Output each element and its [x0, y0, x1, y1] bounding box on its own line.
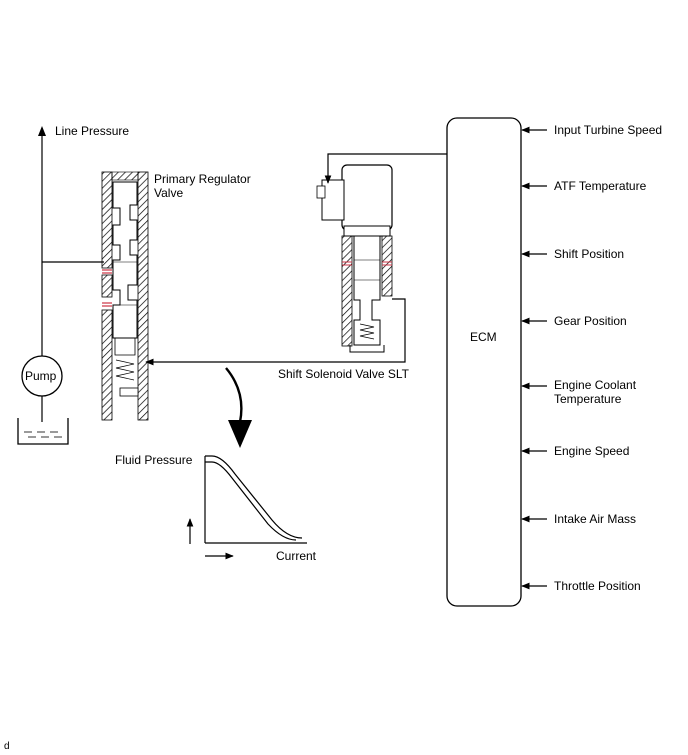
pump-symbol	[21, 355, 63, 397]
ecm-box	[446, 117, 522, 607]
shift-solenoid-label: Shift Solenoid Valve SLT	[278, 367, 409, 381]
primary-regulator-valve-label: Primary Regulator Valve	[154, 172, 251, 200]
ecm-input-gear-position: Gear Position	[554, 314, 627, 328]
slt-signal-line	[145, 298, 406, 366]
ecm-input-engine-speed: Engine Speed	[554, 444, 630, 458]
ecm-input-engine-coolant-temperature: Engine Coolant Temperature	[554, 378, 637, 406]
line-pressure-circuit	[38, 126, 104, 422]
ecm-input-atf-temperature: ATF Temperature	[554, 179, 647, 193]
ecm-label: ECM	[470, 330, 497, 344]
curved-arrow-icon	[225, 367, 252, 448]
graph-ylabel: Fluid Pressure	[115, 453, 193, 467]
ecm-input-arrows	[521, 126, 547, 590]
line-pressure-arrow-icon	[38, 126, 46, 136]
fluid-reservoir	[17, 418, 69, 445]
shift-solenoid-drawing	[316, 164, 393, 353]
graph-xlabel: Current	[276, 549, 317, 563]
ecm-input-input-turbine-speed: Input Turbine Speed	[554, 123, 663, 137]
ecm-input-shift-position: Shift Position	[554, 247, 625, 261]
ecm-input-throttle-position: Throttle Position	[554, 579, 641, 593]
primary-regulator-valve-drawing	[101, 171, 149, 421]
line-pressure-label: Line Pressure	[55, 124, 130, 138]
ecm-input-intake-air-mass: Intake Air Mass	[554, 512, 637, 526]
pump-label: Pump	[25, 369, 57, 383]
ecm-control-line	[324, 153, 447, 184]
footer-mark: d	[4, 741, 10, 752]
pressure-graph	[186, 455, 307, 560]
